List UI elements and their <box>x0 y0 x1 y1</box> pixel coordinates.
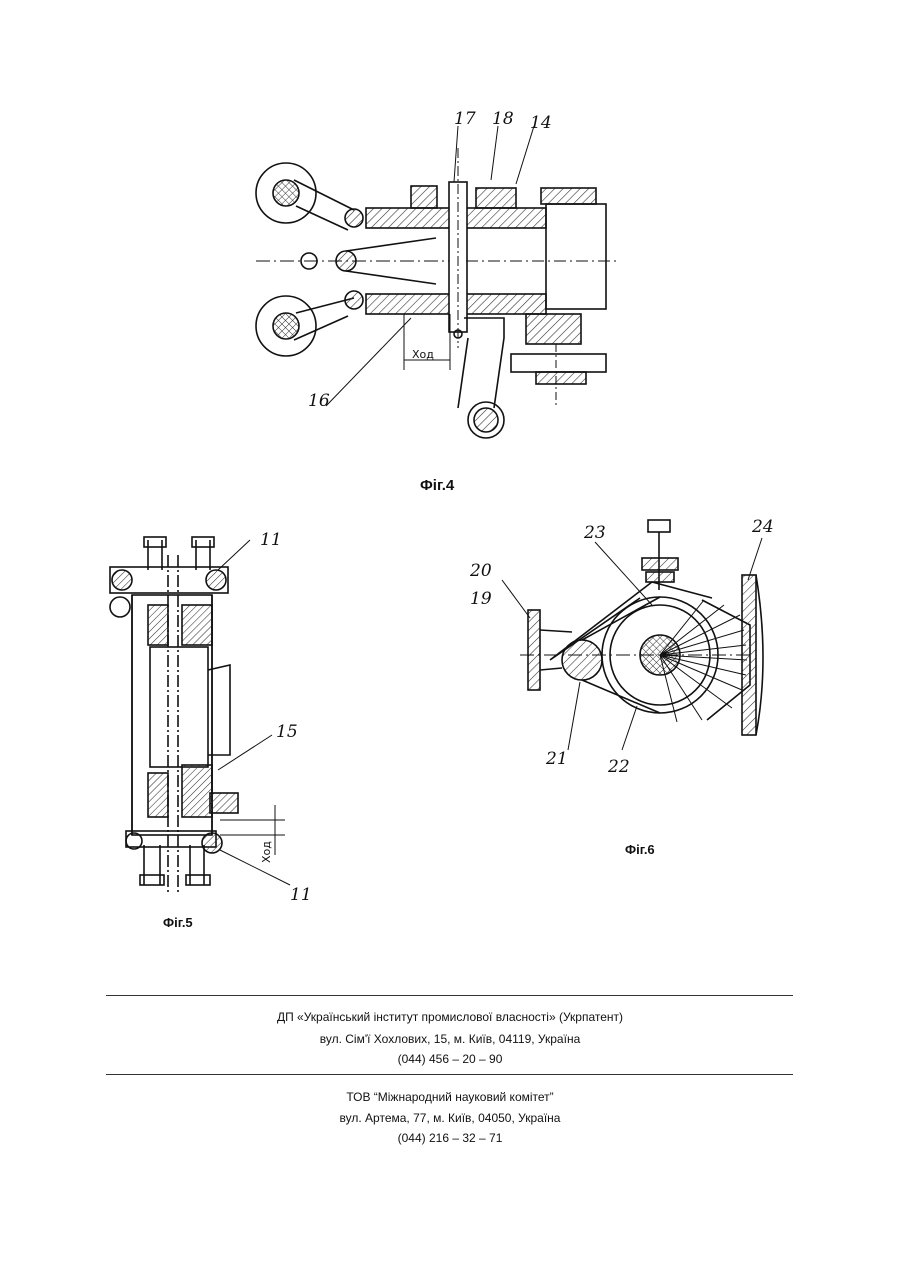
fig6-callout-20: 20 <box>469 561 492 581</box>
footer-phone-2: (044) 216 – 32 – 71 <box>0 1131 900 1145</box>
fig4-callout-16: 16 <box>308 391 330 411</box>
footer-rule-middle <box>106 1074 793 1075</box>
footer-org-1: ДП «Український інститут промислової вла… <box>0 1010 900 1024</box>
fig4-label: Фіг.4 <box>420 477 454 494</box>
fig5-stroke-label: Ход <box>260 841 273 863</box>
figure-5-drawing: 11 15 11 Ход <box>100 525 310 910</box>
fig6-callout-24: 24 <box>751 517 774 537</box>
fig4-callout-17: 17 <box>454 109 476 129</box>
fig6-callout-22: 22 <box>607 757 630 777</box>
footer-phone-1: (044) 456 – 20 – 90 <box>0 1052 900 1066</box>
figure-4: 17 18 14 16 Ход <box>236 108 636 448</box>
footer-address-2: вул. Артема, 77, м. Київ, 04050, Україна <box>0 1111 900 1125</box>
fig6-callout-21: 21 <box>545 749 568 769</box>
footer-address-1: вул. Сім'ї Хохлових, 15, м. Київ, 04119,… <box>0 1032 900 1046</box>
figure-6-drawing: 23 24 20 19 21 22 <box>462 510 792 785</box>
figure-4-drawing: 17 18 14 16 Ход <box>236 108 636 448</box>
fig5-label: Фіг.5 <box>163 915 193 930</box>
fig6-label: Фіг.6 <box>625 842 655 857</box>
fig6-callout-23: 23 <box>583 523 606 543</box>
fig6-callout-19: 19 <box>470 589 492 609</box>
fig5-callout-11-top: 11 <box>260 530 282 550</box>
footer-org-2: ТОВ “Міжнародний науковий комітет” <box>0 1090 900 1104</box>
fig5-callout-11-bottom: 11 <box>290 885 310 905</box>
fig4-callout-14: 14 <box>530 113 552 133</box>
fig5-callout-15: 15 <box>276 722 298 742</box>
figure-6: 23 24 20 19 21 22 <box>462 510 792 785</box>
fig4-callout-18: 18 <box>492 109 514 129</box>
figure-5: 11 15 11 Ход <box>100 525 310 910</box>
footer-rule-top <box>106 995 793 996</box>
fig4-stroke-label: Ход <box>412 348 434 361</box>
